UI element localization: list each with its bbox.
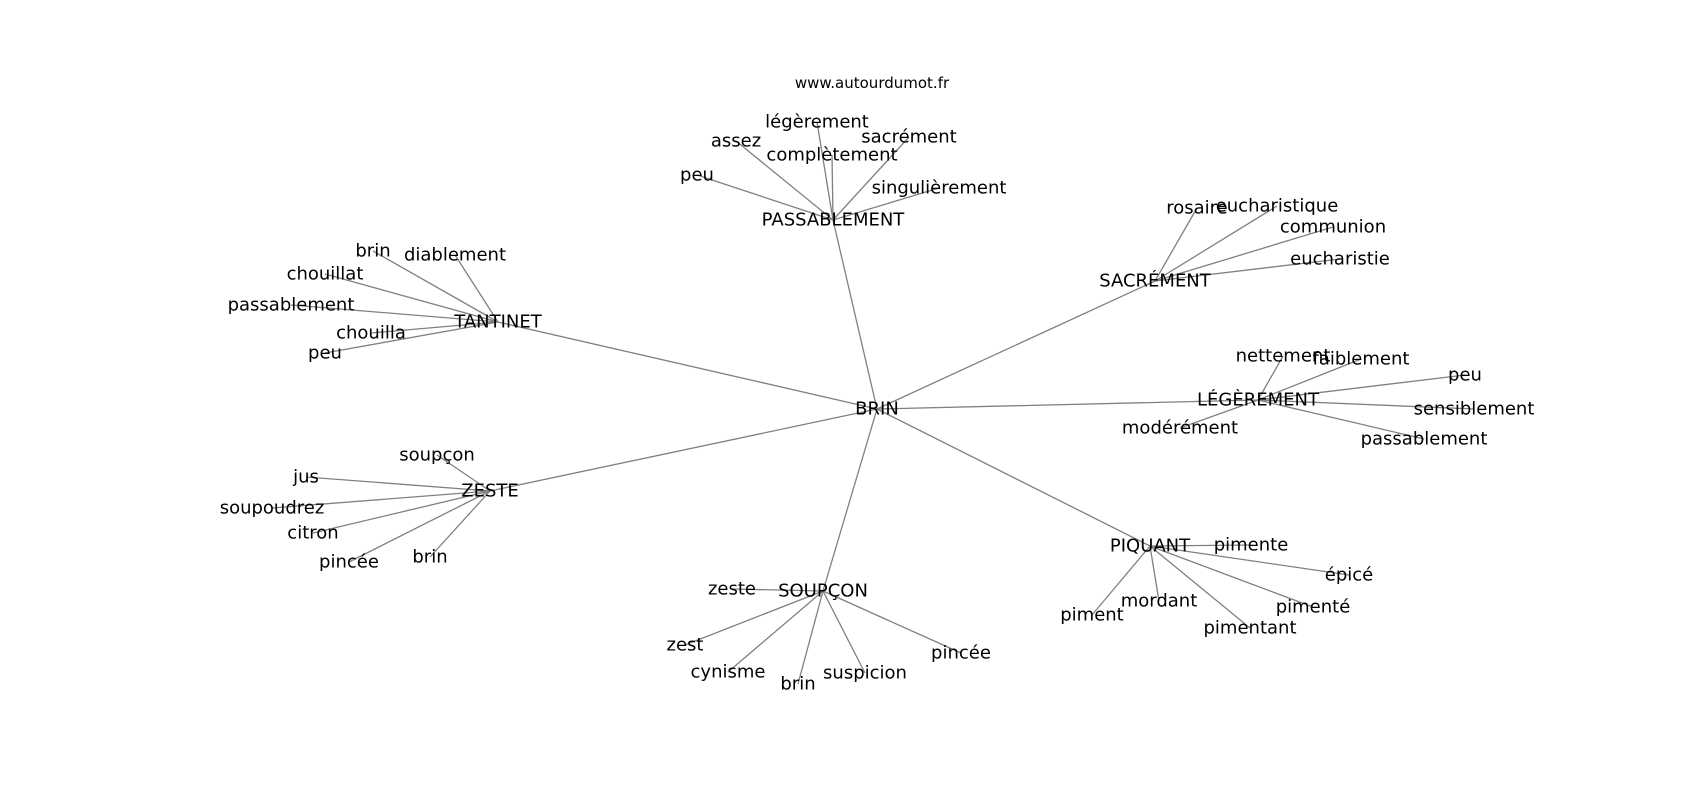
edge-center-zeste [489,408,878,492]
edge-piquant-leaf [1149,545,1314,608]
center-node-label: BRIN [855,399,899,420]
leaf-node-label: pincée [931,643,991,664]
edge-sacrement-leaf [1154,207,1198,282]
hub-node-label: SOUPÇON [778,581,868,602]
leaf-node-label: assez [711,131,761,152]
edge-passablement-leaf [696,174,834,221]
leaf-node-label: brin [355,241,390,262]
edge-zeste-leaf [348,490,491,563]
edge-soupcon-leaf [822,590,962,654]
edge-legerement-leaf [1179,399,1259,429]
edge-center-legerement [876,399,1259,410]
leaf-node-label: passablement [228,295,355,316]
edge-tantinet-leaf [454,254,499,323]
edge-zeste-leaf [436,454,491,492]
leaf-node-label: légèrement [765,112,869,133]
leaf-node-label: communion [1280,217,1386,238]
edge-legerement-leaf [1257,358,1362,401]
edge-piquant-leaf [1149,545,1251,629]
leaf-node-label: modérément [1122,418,1238,439]
edge-center-passablement [832,219,878,410]
edge-piquant-leaf [1091,545,1151,616]
leaf-node-label: singulièrement [872,178,1007,199]
edge-sacrement-leaf [1154,205,1278,282]
leaf-node-label: jus [292,467,319,488]
leaf-node-label: peu [680,165,714,186]
hub-node-label: PIQUANT [1110,536,1191,557]
edge-zeste-leaf [429,490,491,558]
leaf-node-label: peu [308,343,342,364]
site-title: www.autourdumot.fr [795,74,950,92]
edge-piquant-leaf [1149,544,1252,547]
edge-passablement-leaf [832,136,910,221]
edge-tantinet-leaf [290,304,499,323]
hub-node-label: PASSABLEMENT [762,210,906,231]
edge-soupcon-leaf [822,590,866,674]
leaf-node-label: brin [780,674,815,695]
hub-node-label: LÉGÈREMENT [1197,389,1320,411]
edge-zeste-leaf [271,490,491,509]
edge-center-sacrement [876,280,1156,410]
edge-soupcon-leaf [727,590,824,673]
edge-soupcon-leaf [731,588,824,592]
hub-node-label: SACRÉMENT [1099,270,1212,292]
labels-layer: PASSABLEMENTassezlégèrementcomplètements… [220,112,1535,695]
edge-soupcon-leaf [797,590,824,685]
edge-zeste-leaf [312,490,491,534]
edge-legerement-leaf [1257,399,1425,440]
leaf-node-label: cynisme [691,662,766,683]
edge-center-tantinet [497,321,878,410]
hub-node-label: ZESTE [461,481,519,502]
leaf-node-label: faiblement [1313,349,1410,370]
edge-passablement-leaf [832,187,940,221]
leaf-node-label: diablement [404,245,506,266]
leaf-node-label: sacrément [861,127,956,148]
edge-tantinet-leaf [370,321,499,334]
leaf-node-label: zeste [708,579,756,600]
hub-node-label: TANTINET [453,312,543,333]
leaf-node-label: passablement [1361,429,1488,450]
edge-soupcon-leaf [684,590,824,646]
edge-tantinet-leaf [324,273,499,323]
leaf-node-label: eucharistique [1216,196,1339,217]
leaf-node-label: chouilla [336,323,406,344]
edge-center-soupcon [822,408,878,592]
leaf-node-label: nettement [1236,346,1331,367]
edge-sacrement-leaf [1154,226,1334,282]
leaf-node-label: chouillat [287,264,364,285]
leaf-node-label: piment [1060,605,1124,626]
edge-legerement-leaf [1257,399,1475,410]
edge-tantinet-leaf [372,250,499,323]
leaf-node-label: eucharistie [1290,249,1390,270]
leaf-node-label: complètement [766,145,897,166]
edge-passablement-leaf [816,121,834,221]
edge-sacrement-leaf [1154,258,1341,282]
edge-piquant-leaf [1149,545,1160,602]
leaf-node-label: mordant [1121,591,1198,612]
leaf-node-label: pimente [1214,535,1289,556]
leaf-node-label: épicé [1325,565,1373,586]
leaf-node-label: pimenté [1276,597,1351,618]
edge-legerement-leaf [1257,374,1466,401]
leaf-node-label: zest [667,635,704,656]
edge-piquant-leaf [1149,545,1350,576]
leaf-node-label: citron [287,523,338,544]
edges-layer [271,121,1475,685]
leaf-node-label: pimentant [1204,618,1297,639]
leaf-node-label: suspicion [823,663,907,684]
edge-tantinet-leaf [324,321,499,354]
edge-center-piquant [876,408,1151,547]
leaf-node-label: soupçon [399,445,475,466]
leaf-node-label: sensiblement [1414,399,1535,420]
edge-passablement-leaf [831,154,834,221]
edge-legerement-leaf [1257,355,1284,401]
leaf-node-label: soupoudrez [220,498,325,519]
leaf-node-label: brin [412,547,447,568]
edge-passablement-leaf [735,140,834,221]
edge-zeste-leaf [305,476,491,492]
leaf-node-label: rosaire [1166,198,1228,219]
leaf-node-label: pincée [319,552,379,573]
leaf-node-label: peu [1448,365,1482,386]
